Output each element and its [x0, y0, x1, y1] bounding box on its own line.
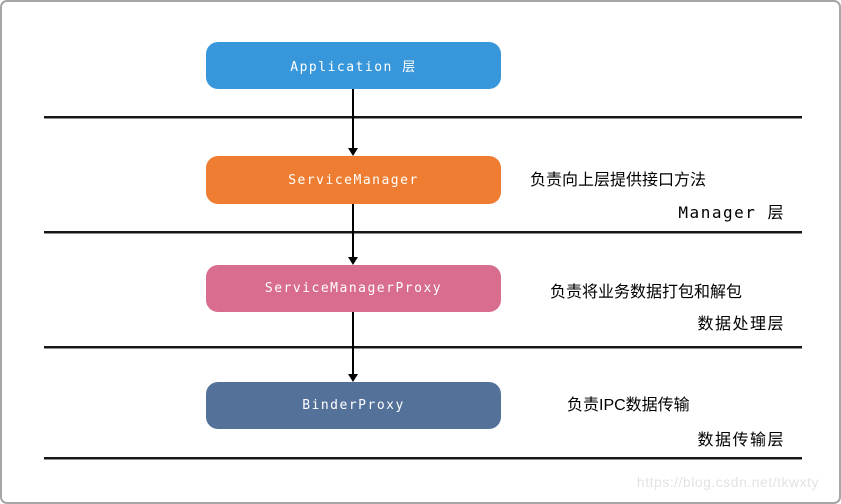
- layer-separator-1: [44, 116, 802, 119]
- layer-separator-4: [44, 457, 802, 460]
- node-servicemanager: ServiceManager: [206, 156, 501, 204]
- arrow-servicemanager-to-proxy: [348, 204, 358, 265]
- layer-separator-3: [44, 346, 802, 349]
- arrow-down-icon: [348, 374, 358, 382]
- layer-separator-2: [44, 231, 802, 234]
- arrow-line: [352, 312, 354, 376]
- layer-description-data-processing: 负责将业务数据打包和解包: [550, 284, 743, 301]
- layer-description-data-transport: 负责IPC数据传输: [567, 397, 690, 414]
- layer-description-manager: 负责向上层提供接口方法: [530, 172, 707, 189]
- arrow-down-icon: [348, 257, 358, 265]
- layer-name-data-processing: 数据处理层: [697, 314, 785, 333]
- arrow-line: [352, 89, 354, 150]
- arrow-line: [352, 204, 354, 259]
- layer-name-manager: Manager 层: [678, 203, 785, 222]
- node-servicemanagerproxy: ServiceManagerProxy: [206, 265, 501, 312]
- arrow-proxy-to-binderproxy: [348, 312, 358, 382]
- arrow-down-icon: [348, 148, 358, 156]
- node-application-layer: Application 层: [206, 42, 501, 89]
- layer-name-data-transport: 数据传输层: [697, 430, 785, 449]
- arrow-application-to-servicemanager: [348, 89, 358, 156]
- watermark-url: https://blog.csdn.net/tkwxty: [636, 474, 819, 490]
- node-binderproxy: BinderProxy: [206, 382, 501, 429]
